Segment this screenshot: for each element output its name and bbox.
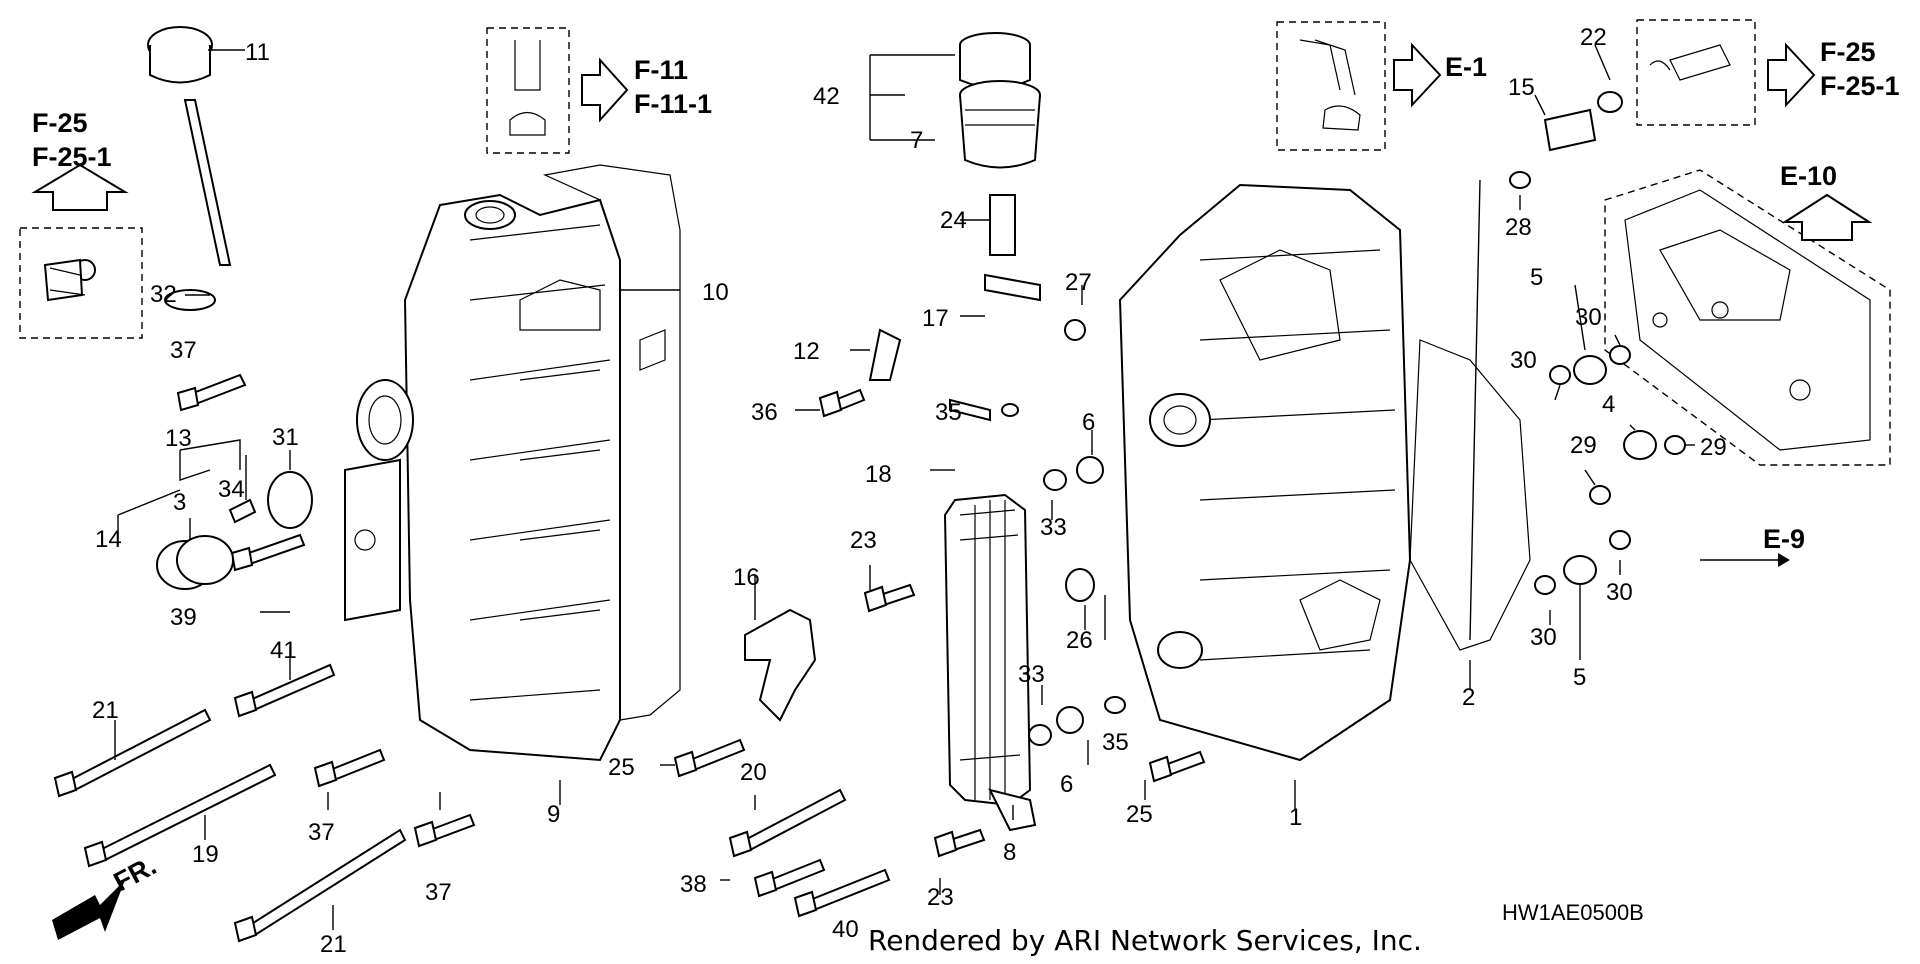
ref-f25-1-left: F-25-1 bbox=[32, 142, 112, 172]
part-label: 33 bbox=[1040, 514, 1067, 541]
gasket-10 bbox=[543, 164, 681, 721]
bracket-16 bbox=[744, 608, 817, 722]
inset-boxes bbox=[19, 19, 1756, 339]
footer-credit: Rendered by ARI Network Services, Inc. bbox=[868, 924, 1422, 957]
ref-f11-1: F-11-1 bbox=[634, 89, 712, 119]
part-label: 35 bbox=[1102, 729, 1129, 756]
dipstick-11 bbox=[147, 26, 232, 266]
part-label: 8 bbox=[1003, 839, 1016, 866]
part-label: 4 bbox=[1602, 391, 1615, 418]
part-label: 6 bbox=[1082, 409, 1095, 436]
part-label: 27 bbox=[1065, 269, 1092, 296]
part-label: 5 bbox=[1530, 264, 1543, 291]
part-label: 11 bbox=[245, 39, 270, 66]
part-label: 40 bbox=[832, 916, 859, 943]
leader-lines bbox=[114, 44, 1695, 930]
oil-cooler-8 bbox=[943, 493, 1037, 832]
fasteners bbox=[43, 91, 1686, 943]
part-label: 31 bbox=[272, 424, 299, 451]
part-label: 21 bbox=[92, 697, 119, 724]
part-label: 29 bbox=[1700, 434, 1727, 461]
main-case-1 bbox=[1118, 183, 1412, 762]
part-label: 32 bbox=[150, 281, 177, 308]
diagram-code: HW1AE0500B bbox=[1502, 900, 1644, 925]
ref-f25-1-right: F-25-1 bbox=[1820, 71, 1900, 101]
part-label: 33 bbox=[1018, 661, 1045, 688]
part-label: 34 bbox=[218, 476, 245, 503]
ref-f11: F-11 bbox=[634, 55, 688, 85]
part-label: 24 bbox=[940, 207, 967, 234]
oil-filter-7 bbox=[959, 32, 1041, 256]
ref-f25-right: F-25 bbox=[1820, 37, 1876, 67]
part-label: 35 bbox=[935, 399, 962, 426]
gear-housing-box bbox=[1604, 169, 1891, 466]
part-label: 13 bbox=[165, 425, 192, 452]
part-label: 25 bbox=[1126, 801, 1153, 828]
part-label: 9 bbox=[547, 801, 560, 828]
part-label: 5 bbox=[1573, 664, 1586, 691]
part-label: 19 bbox=[192, 841, 219, 868]
part-label: 37 bbox=[170, 337, 197, 364]
part-label: 16 bbox=[733, 564, 760, 591]
part-label: 25 bbox=[608, 754, 635, 781]
part-label: 30 bbox=[1510, 347, 1537, 374]
part-label: 28 bbox=[1505, 214, 1532, 241]
case-cover-9 bbox=[344, 193, 621, 762]
ref-e10: E-10 bbox=[1780, 161, 1837, 191]
part-label: 22 bbox=[1580, 24, 1607, 51]
part-label: 23 bbox=[850, 527, 877, 554]
part-label: 7 bbox=[910, 127, 923, 154]
part-label: 20 bbox=[740, 759, 767, 786]
ref-f25-left: F-25 bbox=[32, 108, 88, 138]
part-label: 29 bbox=[1570, 432, 1597, 459]
part-label: 38 bbox=[680, 871, 707, 898]
part-label: 12 bbox=[793, 338, 820, 365]
gasket-2 bbox=[1409, 339, 1531, 651]
part-label: 1 bbox=[1289, 804, 1302, 831]
part-label: 14 bbox=[95, 526, 122, 553]
part-label: 30 bbox=[1530, 624, 1557, 651]
part-label: 10 bbox=[702, 279, 729, 306]
part-label: 2 bbox=[1462, 684, 1475, 711]
ref-e9: E-9 bbox=[1763, 524, 1805, 554]
part-label: 21 bbox=[320, 931, 347, 958]
part-label: 42 bbox=[813, 83, 840, 110]
reference-arrows bbox=[31, 42, 1873, 940]
part-label: 3 bbox=[173, 489, 186, 516]
part-label: 6 bbox=[1060, 771, 1073, 798]
part-label: 36 bbox=[751, 399, 778, 426]
part-label: 30 bbox=[1606, 579, 1633, 606]
part-labels: 1 2 3 4 5 5 6 6 7 8 9 10 11 12 13 14 15 … bbox=[92, 24, 1727, 958]
part-label: 15 bbox=[1508, 74, 1535, 101]
ref-e1: E-1 bbox=[1445, 52, 1487, 82]
part-label: 39 bbox=[170, 604, 197, 631]
part-label: 26 bbox=[1066, 627, 1093, 654]
part-label: 37 bbox=[425, 879, 452, 906]
part-label: 17 bbox=[922, 305, 949, 332]
part-label: 41 bbox=[270, 637, 297, 664]
part-label: 37 bbox=[308, 819, 335, 846]
part-label: 23 bbox=[927, 884, 954, 911]
part-label: 30 bbox=[1575, 304, 1602, 331]
part-label: 18 bbox=[865, 461, 892, 488]
